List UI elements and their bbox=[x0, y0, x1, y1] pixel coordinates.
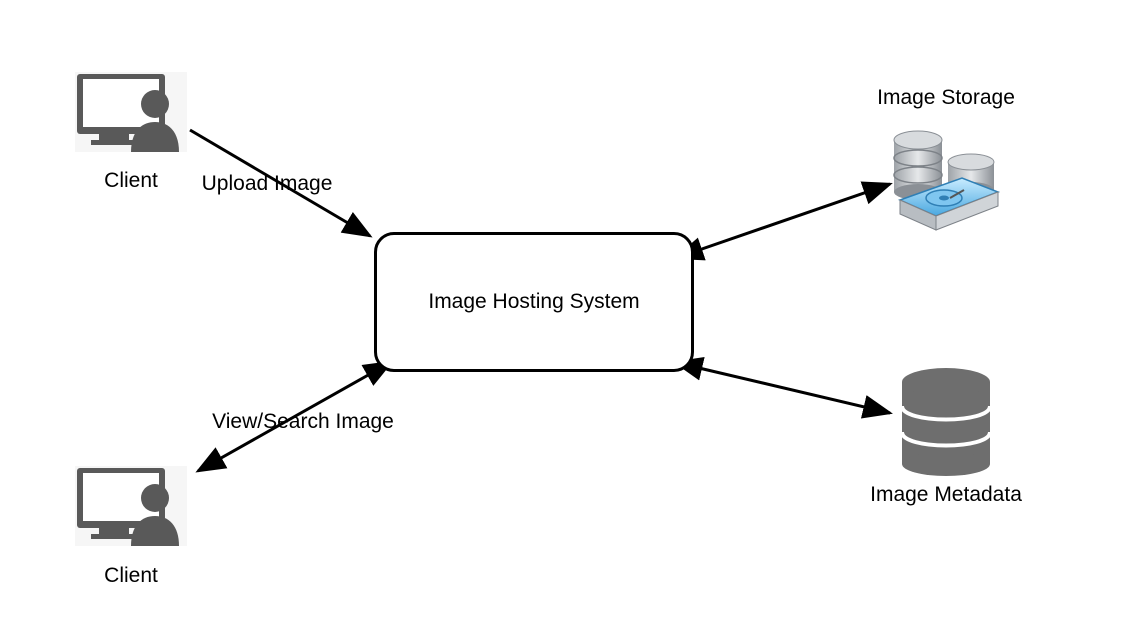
client-top-label: Client bbox=[104, 169, 158, 192]
image-hosting-system-node: Image Hosting System bbox=[374, 232, 694, 372]
image-metadata-label: Image Metadata bbox=[870, 483, 1022, 506]
view-search-image-label: View/Search Image bbox=[212, 410, 394, 433]
image-hosting-system-label: Image Hosting System bbox=[428, 290, 640, 313]
client-computer-icon bbox=[75, 466, 187, 546]
database-icon bbox=[900, 368, 992, 476]
view-search-image-edge bbox=[195, 360, 394, 473]
metadata-link-edge bbox=[672, 357, 893, 419]
upload-image-label: Upload Image bbox=[201, 172, 333, 195]
client-computer-icon bbox=[75, 72, 187, 152]
image-storage-label: Image Storage bbox=[877, 86, 1015, 109]
upload-image-edge bbox=[189, 128, 373, 238]
client-bottom-label: Client bbox=[104, 564, 158, 587]
storage-drives-icon bbox=[893, 130, 1001, 231]
storage-link-edge bbox=[673, 181, 893, 261]
